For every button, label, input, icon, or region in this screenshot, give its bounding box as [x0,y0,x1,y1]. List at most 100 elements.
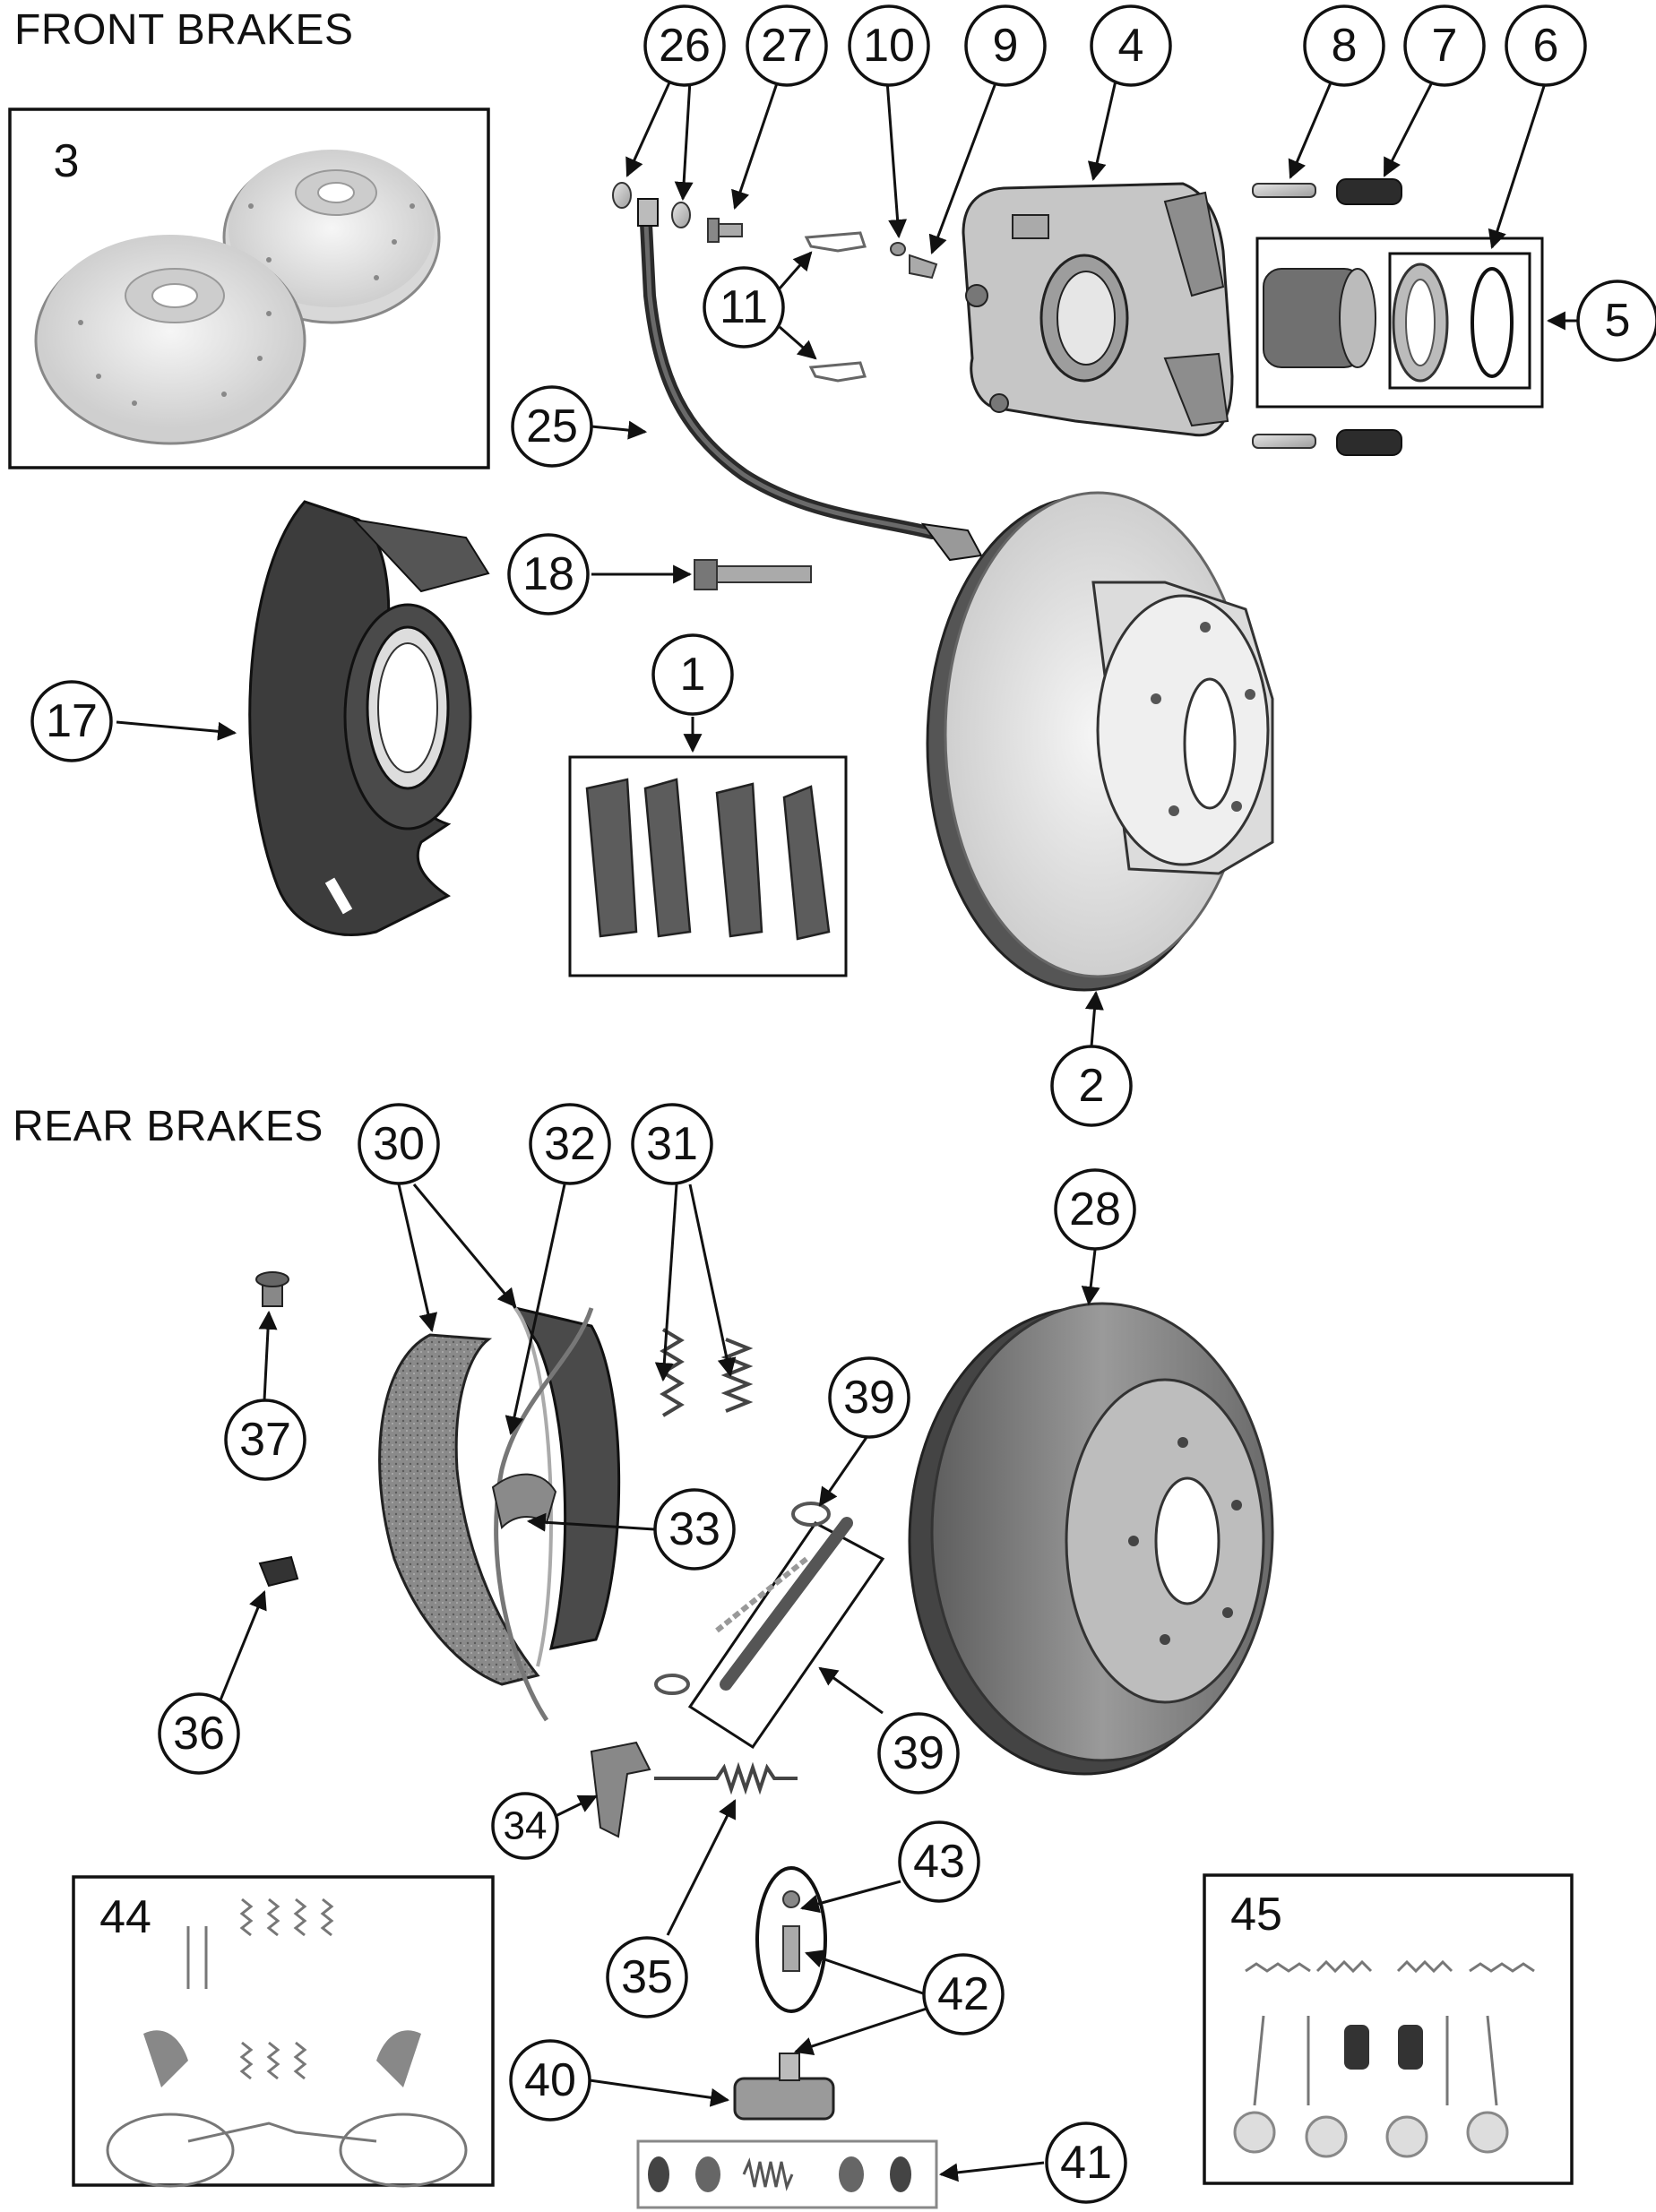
callout-1-label: 1 [680,649,706,701]
part-18-bolt [694,559,812,590]
callout-11-label: 11 [720,281,768,333]
callout-1[interactable]: 1 [651,633,734,716]
callout-25[interactable]: 25 [511,385,593,468]
callout-32-label: 32 [544,1118,596,1170]
rear-brakes-title: REAR BRAKES [13,1103,323,1150]
callout-11[interactable]: 11 [703,266,785,349]
callout-41[interactable]: 41 [1045,2122,1127,2204]
callout-43-label: 43 [913,1836,965,1888]
part-44-hardware-kit [72,1875,495,2188]
leader-lines [116,80,1579,2182]
callout-6[interactable]: 6 [1505,4,1587,87]
part-3-drilled-rotors [8,108,490,469]
callout-36[interactable]: 36 [158,1692,240,1775]
callout-3[interactable]: 3 [54,135,80,187]
callout-10[interactable]: 10 [848,4,930,87]
callout-33-label: 33 [668,1503,720,1555]
callout-30-label: 30 [373,1118,425,1170]
part-25-brake-hose [637,198,983,562]
callout-37-label: 37 [239,1414,291,1466]
callout-30[interactable]: 30 [358,1103,440,1185]
callout-45[interactable]: 45 [1230,1889,1282,1941]
part-10-bleeder-cap [890,242,906,256]
callout-28-label: 28 [1069,1183,1121,1235]
part-34-lever [590,1741,651,1838]
part-1-brake-pads [568,755,848,977]
part-11-clips [804,231,867,383]
callout-33[interactable]: 33 [653,1488,736,1571]
part-32-cable [494,1307,594,1722]
callout-40[interactable]: 40 [509,2039,591,2122]
callout-39-bottom-label: 39 [893,1727,944,1779]
part-6-seal-kit [1388,252,1531,390]
callout-43[interactable]: 43 [898,1820,980,1903]
part-9-bleeder-screw [909,254,938,280]
callout-39-bottom[interactable]: 39 [877,1712,960,1795]
callout-6-label: 6 [1533,20,1559,72]
callout-44-label: 44 [99,1891,151,1943]
part-33-bracket [491,1473,557,1529]
part-7-bushing [1336,178,1402,456]
callout-17[interactable]: 17 [30,680,113,762]
callout-44[interactable]: 44 [99,1891,151,1943]
callout-8-label: 8 [1332,20,1358,72]
part-42-bleeder-screw [782,1925,800,1972]
part-41-cylinder-kit [636,2139,938,2209]
part-40-wheel-cylinder [733,2053,835,2121]
part-4-caliper [962,182,1234,437]
callout-31-label: 31 [646,1118,698,1170]
callout-27[interactable]: 27 [746,4,828,87]
callout-8[interactable]: 8 [1303,4,1385,87]
part-43-bleeder-cap [755,1866,827,2013]
callout-37[interactable]: 37 [224,1399,306,1481]
callout-18[interactable]: 18 [507,533,590,615]
part-30-brake-shoes [378,1305,621,1686]
part-36-plug [258,1555,299,1588]
callout-45-label: 45 [1230,1889,1282,1941]
callout-7[interactable]: 7 [1403,4,1486,87]
part-5-piston-kit [1255,237,1544,409]
callout-32[interactable]: 32 [529,1103,611,1185]
part-26-washers [612,182,691,228]
callout-25-label: 25 [526,400,578,452]
callout-35[interactable]: 35 [606,1936,688,2018]
callout-36-label: 36 [173,1708,225,1760]
callout-9-label: 9 [993,20,1019,72]
callout-26-label: 26 [659,20,711,72]
callout-26[interactable]: 26 [643,4,726,87]
callout-42[interactable]: 42 [922,1953,1005,2036]
callout-3-label: 3 [54,135,80,187]
callout-39-top[interactable]: 39 [828,1356,910,1439]
part-8-guide-pin [1252,183,1316,449]
callout-34[interactable]: 34 [491,1792,559,1860]
part-37-bolt [255,1271,289,1307]
callout-10-label: 10 [863,20,915,72]
callout-31[interactable]: 31 [631,1103,713,1185]
part-2-rotor [926,491,1274,992]
part-27-banjo-bolt [707,218,743,243]
callout-34-label: 34 [504,1804,548,1848]
callout-5[interactable]: 5 [1576,280,1656,362]
callout-18-label: 18 [522,548,574,600]
callout-27-label: 27 [761,20,813,72]
callout-2-label: 2 [1079,1060,1105,1112]
callout-35-label: 35 [621,1951,673,2003]
callout-7-label: 7 [1432,20,1458,72]
part-39-adjuster-kit [654,1502,885,1750]
callout-9[interactable]: 9 [964,4,1047,87]
callout-17-label: 17 [46,695,98,747]
part-28-drum [908,1302,1274,1776]
part-45-holddown-kit [1203,1873,1574,2185]
callout-41-label: 41 [1060,2137,1112,2189]
callout-42-label: 42 [937,1968,989,2020]
callout-4-label: 4 [1118,20,1144,72]
callout-39-top-label: 39 [843,1372,895,1424]
callout-4[interactable]: 4 [1090,4,1172,87]
part-35-spring [654,1761,798,1795]
part-31-return-springs [660,1328,754,1417]
callout-2[interactable]: 2 [1050,1045,1133,1127]
part-17-splash-shield [248,500,490,936]
callout-28[interactable]: 28 [1054,1168,1136,1251]
front-brakes-title: FRONT BRAKES [14,6,354,54]
